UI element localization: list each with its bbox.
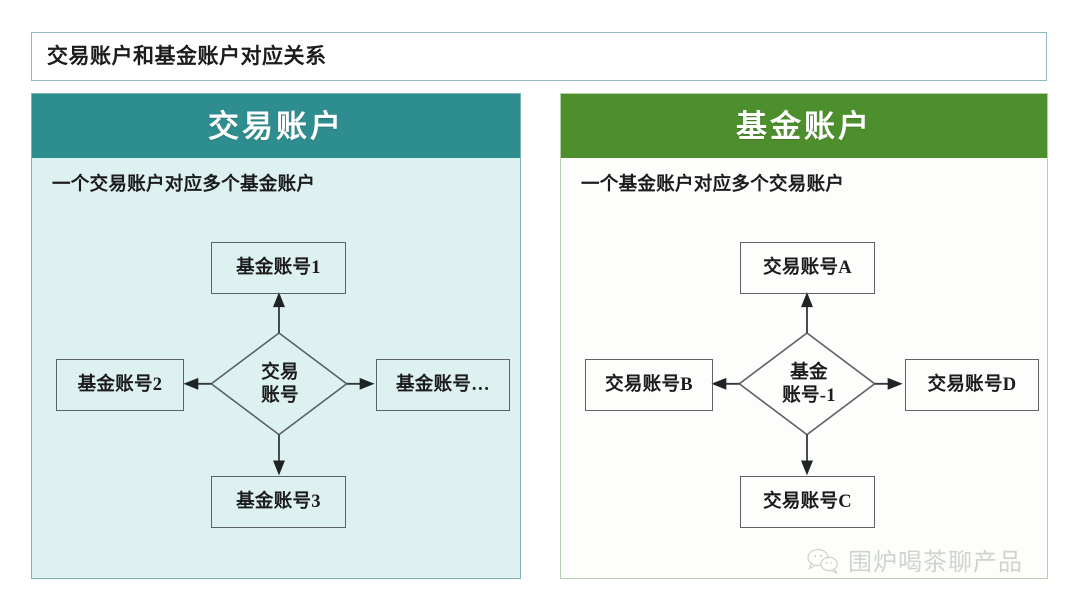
- watermark-text: 围炉喝茶聊产品: [848, 549, 1023, 576]
- diagram-fund: 基金 账号-1 交易账号A 交易账号B 交易账号D 交易账号C: [561, 94, 1047, 578]
- panel-header-trading: 交易账户: [32, 94, 520, 158]
- arrow-left-icon: [183, 377, 199, 390]
- arrow-left-icon: [711, 377, 727, 390]
- diagram-title-bar: 交易账户和基金账户对应关系: [31, 32, 1047, 81]
- wechat-icon: [806, 547, 840, 580]
- panel-header-label: 交易账户: [208, 108, 344, 144]
- node-left-trading: 基金账号2: [56, 359, 184, 411]
- watermark: 围炉喝茶聊产品: [806, 546, 1044, 580]
- panel-fund-account: 基金账户 一个基金账户对应多个交易账户 基金 账号-1 交易账号A 交易账号B …: [560, 93, 1048, 579]
- diagram-edges-fund: [711, 292, 903, 476]
- arrow-up-icon: [801, 292, 813, 308]
- node-top-trading: 基金账号1: [211, 242, 346, 294]
- arrow-down-icon: [273, 460, 285, 476]
- center-node-line2: 账号: [261, 386, 299, 406]
- node-top-fund: 交易账号A: [740, 242, 875, 294]
- panel-subtitle-trading: 一个交易账户对应多个基金账户: [52, 175, 316, 195]
- center-node-line1: 交易: [261, 363, 299, 384]
- arrow-down-icon: [801, 460, 813, 476]
- panel-header-label: 基金账户: [736, 108, 872, 144]
- arrow-up-icon: [273, 292, 285, 308]
- decision-diamond: [209, 332, 349, 436]
- panel-header-fund: 基金账户: [561, 94, 1047, 158]
- arrow-right-icon: [359, 377, 375, 390]
- diagram-trading: 交易 账号 基金账号1 基金账号2 基金账号… 基金账号3: [32, 94, 520, 578]
- node-bottom-fund: 交易账号C: [740, 476, 875, 528]
- panel-trading-account: 交易账户 一个交易账户对应多个基金账户 交易 账号 基金账号1 基金账号2 基金…: [31, 93, 521, 579]
- node-left-fund: 交易账号B: [585, 359, 713, 411]
- node-right-fund: 交易账号D: [905, 359, 1039, 411]
- center-node-fund: 基金 账号-1: [741, 342, 877, 428]
- center-node-line1: 基金: [790, 363, 828, 384]
- center-node-line2: 账号-1: [782, 386, 836, 406]
- node-bottom-trading: 基金账号3: [211, 476, 346, 528]
- diagram-edges-trading: [183, 292, 375, 476]
- node-right-trading: 基金账号…: [376, 359, 510, 411]
- page-title: 交易账户和基金账户对应关系: [47, 44, 327, 68]
- panel-subtitle-fund: 一个基金账户对应多个交易账户: [581, 175, 845, 195]
- center-node-trading: 交易 账号: [212, 342, 348, 428]
- decision-diamond: [737, 332, 877, 436]
- arrow-right-icon: [887, 377, 903, 390]
